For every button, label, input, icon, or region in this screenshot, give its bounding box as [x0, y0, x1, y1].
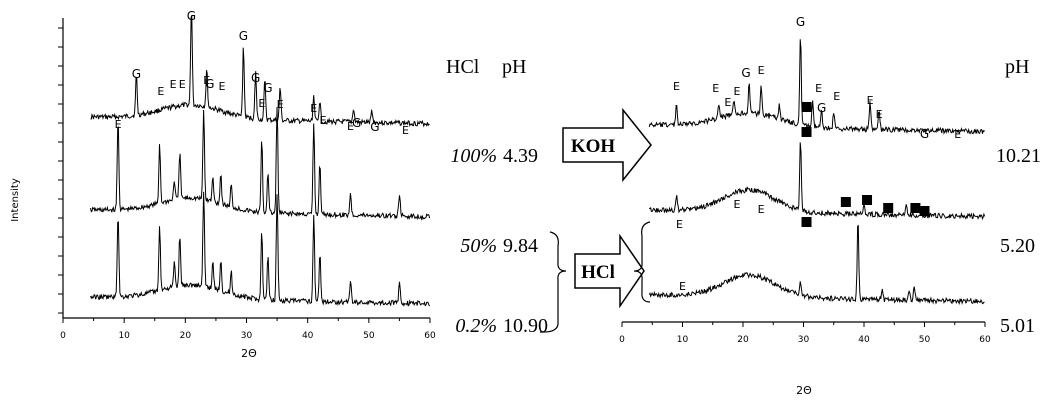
right-peak-label-G: G [741, 66, 750, 80]
left-x-label: 2Θ [241, 347, 257, 360]
right-peak-label-E: E [733, 198, 740, 211]
right-trace-2 [648, 224, 985, 306]
ph-9-84: 9.84 [503, 235, 538, 257]
left-trace-0 [90, 15, 430, 128]
square-marker [919, 206, 930, 216]
right-xtick-label: 0 [619, 335, 625, 345]
square-marker [801, 127, 812, 137]
right-peak-label-E: E [733, 85, 740, 98]
svg-text:HCl: HCl [581, 262, 615, 283]
hcl-50: 50% [460, 235, 497, 257]
right-peak-label-G: G [796, 15, 805, 29]
ph-5-20: 5.20 [1000, 235, 1035, 257]
right-peak-label-G: G [817, 101, 826, 115]
left-peak-label-E: E [219, 80, 226, 93]
left-peak-label-G: G [132, 67, 141, 81]
hcl-header: HCl [446, 56, 480, 78]
right-xtick-label: 40 [858, 335, 870, 345]
left-peak-label-G: G [352, 116, 361, 130]
koh-arrow: KOH [562, 107, 652, 183]
left-peak-label-G: G [370, 120, 379, 134]
hcl-100: 100% [450, 145, 497, 167]
left-xtick-label: 40 [302, 331, 314, 341]
left-xtick-label: 60 [424, 331, 436, 341]
left-peak-label-G: G [187, 9, 196, 23]
right-x-ticks: 0 10 20 30 40 50 60 [619, 322, 991, 345]
square-marker [883, 203, 894, 213]
left-xtick-label: 10 [118, 331, 130, 341]
left-traces [90, 15, 431, 307]
right-x-label: 2Θ [796, 384, 812, 397]
left-peak-label-E: E [179, 78, 186, 91]
right-trace-1 [648, 142, 986, 221]
hcl-0-2: 0.2% [455, 315, 497, 337]
left-peak-label-G: G [263, 81, 272, 95]
right-xtick-label: 10 [677, 335, 689, 345]
left-peak-label-E: E [310, 102, 317, 115]
ph-10-21: 10.21 [996, 145, 1041, 167]
hcl-arrow: HCl [574, 233, 645, 309]
left-peak-label-E: E [170, 78, 177, 91]
right-peak-label-E: E [676, 218, 683, 231]
left-peak-label-G: G [251, 71, 260, 85]
right-peak-label-E: E [833, 90, 840, 103]
ph-header-left: pH [502, 56, 526, 78]
square-marker [801, 217, 812, 227]
right-peak-label-E: E [954, 128, 961, 141]
left-xtick-label: 50 [363, 331, 375, 341]
right-peak-label-E: E [867, 94, 874, 107]
right-peak-label-E: E [724, 96, 731, 109]
left-trace-1 [90, 106, 431, 221]
right-peak-label-E: E [679, 280, 686, 293]
ph-4-39: 4.39 [503, 145, 538, 167]
svg-text:KOH: KOH [571, 136, 616, 157]
right-bracket [633, 221, 651, 303]
right-peak-label-E: E [758, 64, 765, 77]
ph-10-90: 10.90 [503, 315, 548, 337]
left-xtick-label: 30 [241, 331, 253, 341]
left-y-label: Intensity [10, 178, 21, 222]
left-x-ticks: 0 10 20 30 40 50 60 [60, 318, 436, 341]
square-marker [840, 197, 851, 207]
left-xtick-label: 0 [60, 331, 66, 341]
ph-header-right: pH [1005, 56, 1029, 78]
right-peak-label-G: G [920, 127, 929, 141]
right-xtick-label: 50 [919, 335, 931, 345]
right-traces [648, 39, 986, 306]
left-y-ticks [58, 27, 63, 314]
right-xtick-label: 20 [737, 335, 749, 345]
left-xtick-label: 20 [180, 331, 192, 341]
left-peak-label-G: G [205, 77, 214, 91]
left-peak-label-E: E [157, 85, 164, 98]
left-peak-label-G: G [239, 29, 248, 43]
square-marker [862, 195, 873, 205]
left-peak-label-E: E [258, 97, 265, 110]
left-peak-label-E: E [402, 124, 409, 137]
ph-5-01: 5.01 [1000, 315, 1035, 337]
square-markers [801, 102, 930, 227]
right-trace-0 [648, 39, 985, 135]
left-peak-label-E: E [203, 74, 210, 87]
right-peak-label-E: E [758, 203, 765, 216]
left-trace-2 [90, 191, 431, 307]
left-peak-label-E: E [277, 98, 284, 111]
right-xtick-label: 60 [979, 335, 991, 345]
right-xtick-label: 30 [798, 335, 810, 345]
right-peak-label-E: E [815, 82, 822, 95]
right-peak-label-E: E [673, 80, 680, 93]
left-peak-label-E: E [115, 118, 122, 131]
left-peak-label-E: E [347, 120, 354, 133]
square-marker [801, 102, 812, 112]
right-peak-label-E: E [876, 108, 883, 121]
left-bracket [539, 231, 567, 333]
right-peak-label-E: E [712, 82, 719, 95]
square-marker [910, 203, 921, 213]
left-peak-label-E: E [319, 114, 326, 127]
